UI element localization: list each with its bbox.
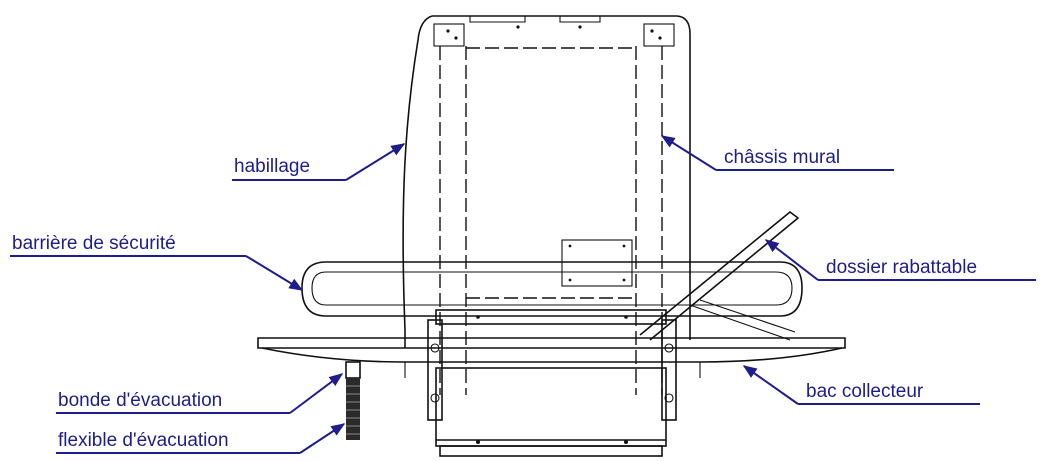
callout-bac: bac collecteur — [742, 365, 980, 405]
label-bonde: bonde d'évacuation — [58, 390, 222, 411]
bonde-outline — [345, 361, 361, 379]
callout-flexible: flexible d'évacuation — [56, 423, 346, 454]
barriere-outline — [301, 261, 803, 317]
callout-dossier: dossier rabattable — [764, 239, 1036, 281]
label-barriere: barrière de sécurité — [12, 233, 176, 254]
flexible-hose — [346, 378, 360, 440]
callout-habillage: habillage — [232, 143, 406, 181]
callout-bonde: bonde d'évacuation — [56, 373, 344, 414]
habillage-outline — [402, 15, 691, 331]
dossier-outline — [639, 210, 800, 341]
label-habillage: habillage — [234, 156, 310, 177]
label-chassis-mural: châssis mural — [724, 147, 840, 168]
callout-chassis-mural: châssis mural — [660, 135, 894, 171]
label-bac: bac collecteur — [806, 381, 924, 402]
callout-barriere: barrière de sécurité — [10, 233, 304, 291]
label-flexible: flexible d'évacuation — [58, 430, 229, 451]
bac-collecteur-outline — [257, 337, 846, 349]
chassis-mural-outline — [439, 46, 663, 395]
seat-drawing — [257, 15, 846, 457]
label-dossier: dossier rabattable — [826, 257, 977, 278]
